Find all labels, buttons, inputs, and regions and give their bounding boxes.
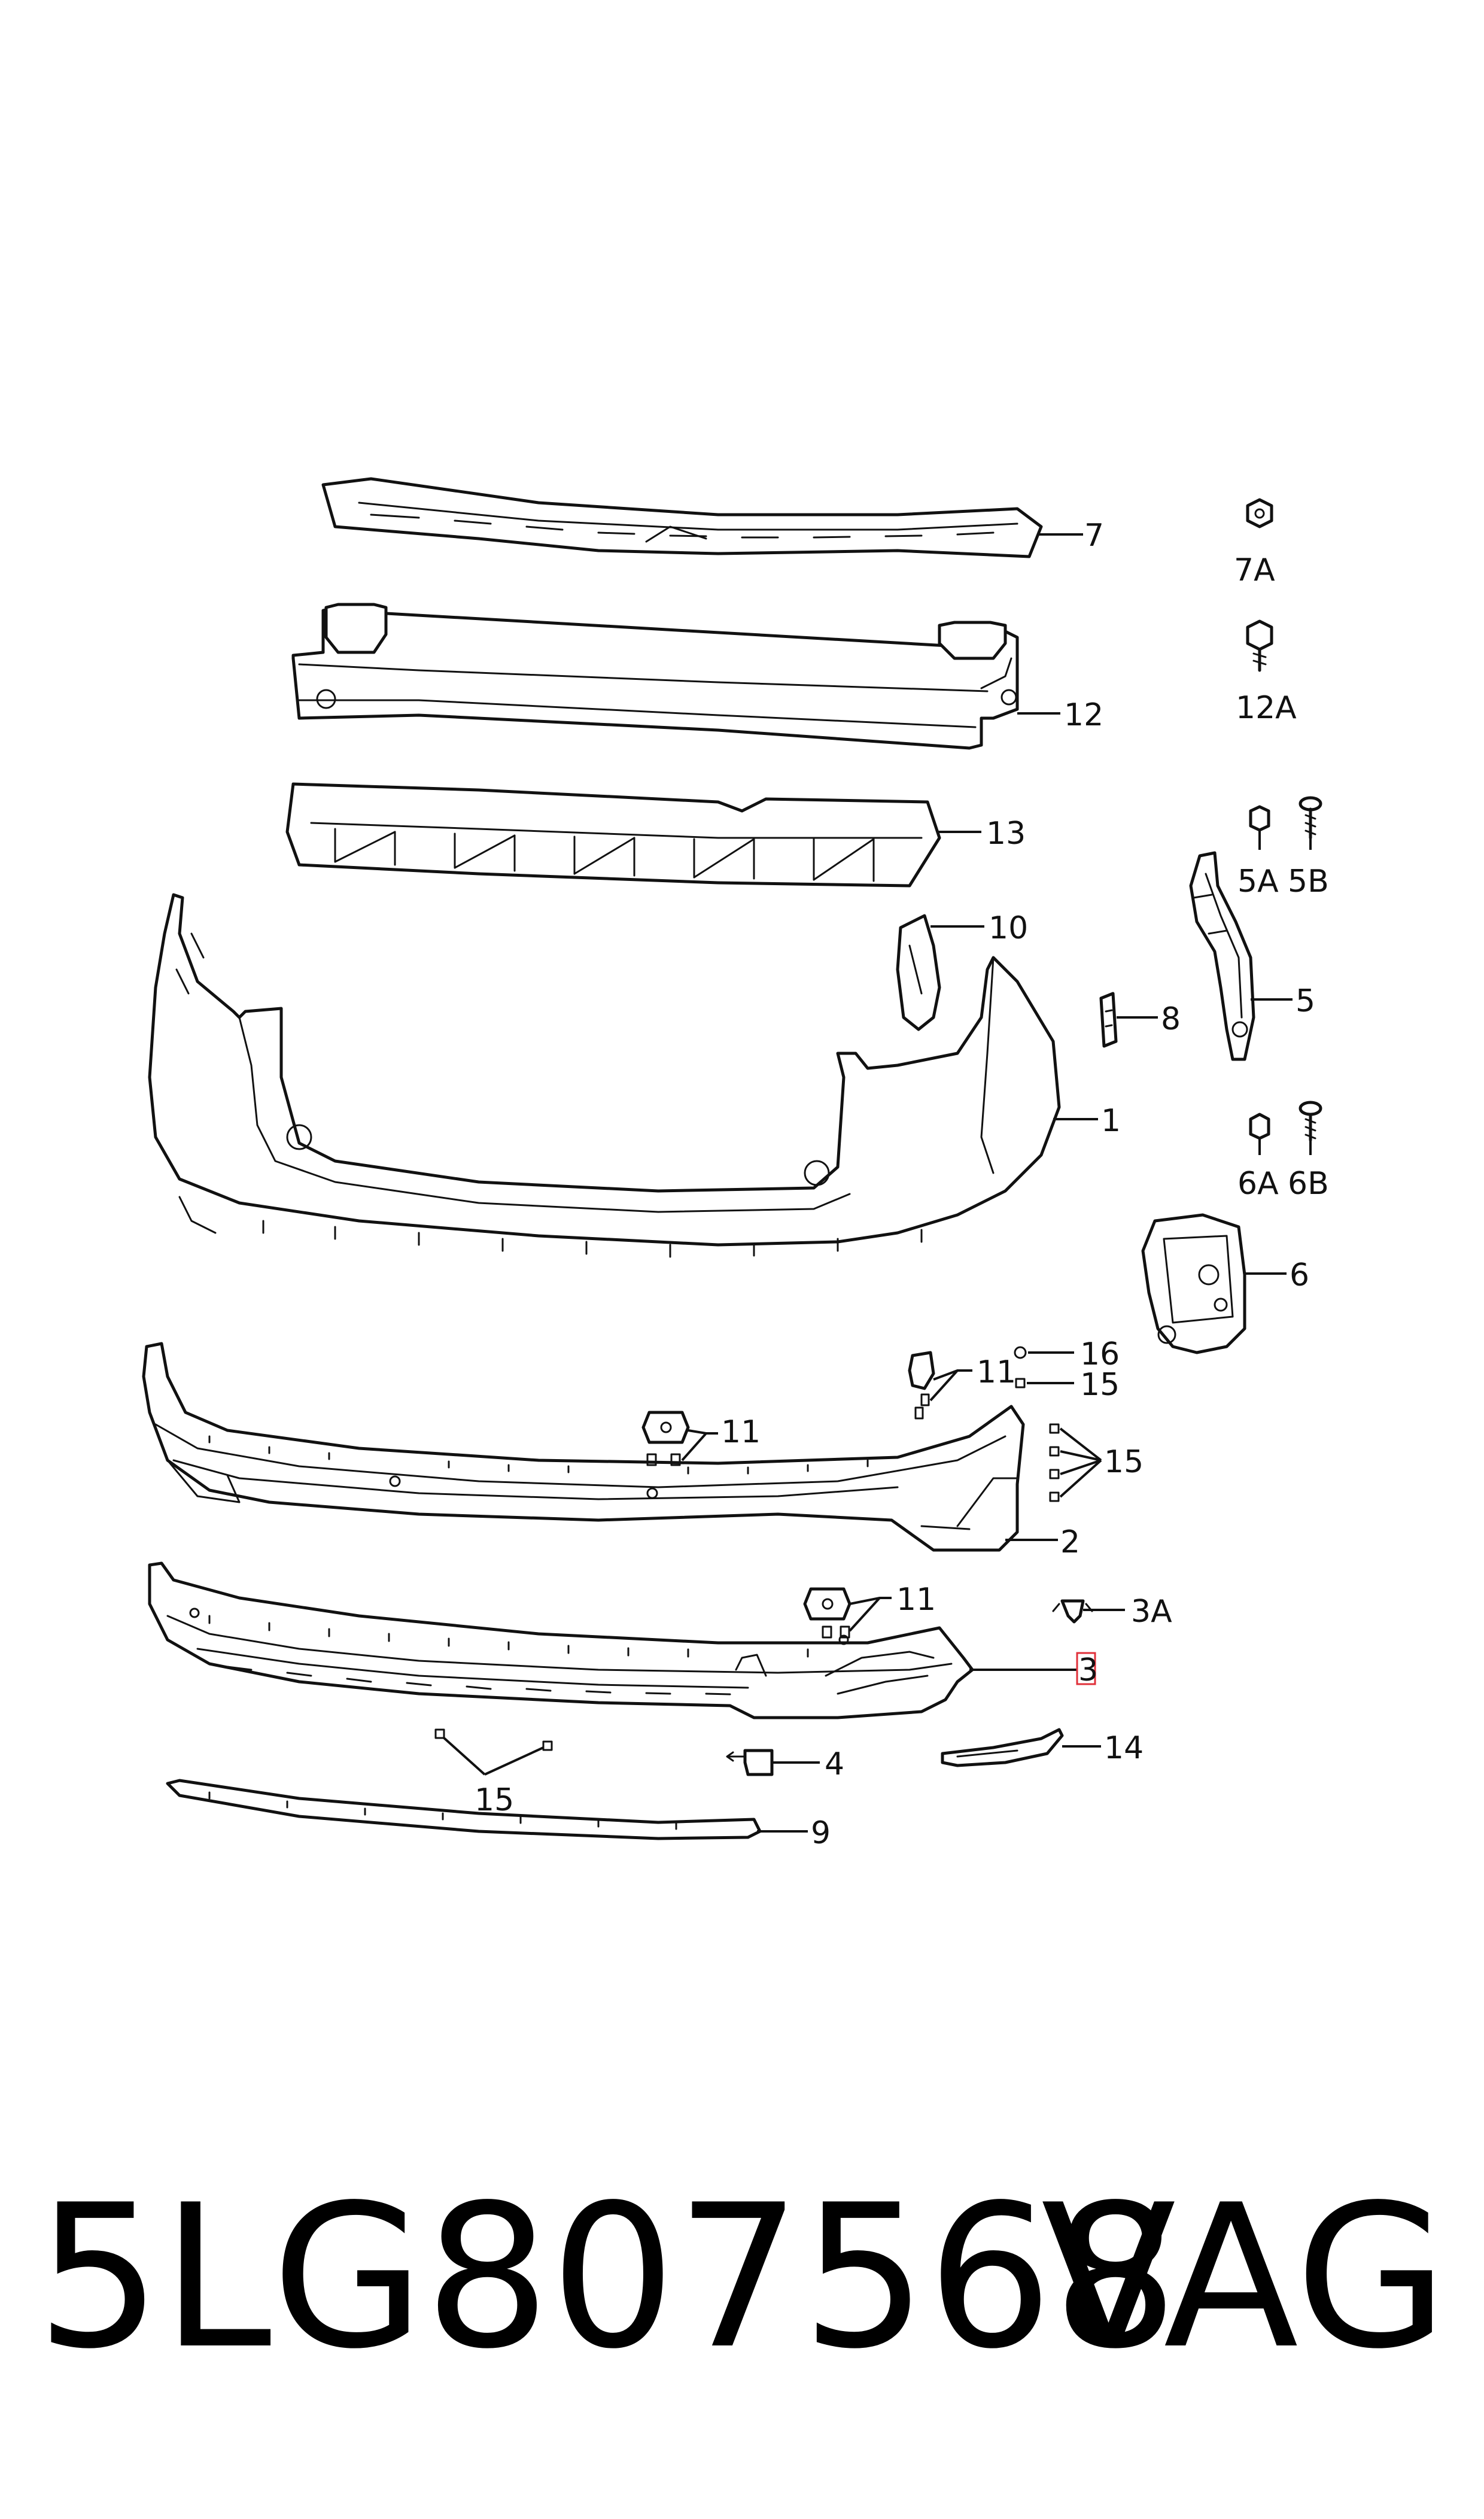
callout-6a: 6A: [1237, 1166, 1279, 1202]
part-1-bumper-cover: [148, 893, 1061, 1258]
part-5a-clip: [1249, 805, 1270, 850]
callout-6: 6: [1290, 1257, 1309, 1293]
callout-11-lower: 11: [896, 1582, 936, 1618]
callout-10: 10: [989, 910, 1028, 946]
callout-15-upper: 15: [1080, 1367, 1120, 1403]
part-6b-screw: [1298, 1101, 1322, 1155]
callout-11-right: 11: [977, 1354, 1016, 1390]
part-3-diffuser: [148, 1561, 974, 1719]
part-12-bumper-beam: [291, 603, 1019, 750]
callout-5: 5: [1296, 983, 1315, 1019]
part-2-lower-trim: [142, 1342, 1025, 1552]
callout-6b: 6B: [1288, 1166, 1329, 1202]
part-8-cover: [1099, 992, 1118, 1048]
part-14-trim-strip: [941, 1728, 1064, 1767]
part-7-reinforcement: [321, 477, 1043, 558]
callout-12a: 12A: [1236, 690, 1297, 726]
part-5b-screw: [1298, 796, 1322, 850]
callout-7: 7: [1084, 518, 1104, 554]
part-7a-nut: [1246, 498, 1273, 528]
part-11-clip-lower: [803, 1587, 892, 1639]
callout-4: 4: [825, 1746, 844, 1782]
part-4-cap: [726, 1749, 820, 1776]
callout-3a: 3A: [1131, 1594, 1172, 1630]
callout-3: 3: [1078, 1652, 1098, 1688]
brand-label: VAG: [1041, 2162, 1448, 2392]
callout-16: 16: [1080, 1336, 1120, 1372]
part-3a-clip: [1052, 1599, 1125, 1624]
callout-3-highlight: [1076, 1652, 1096, 1685]
part-10-reflector: [896, 914, 941, 1031]
part-12a-bolt: [1246, 619, 1273, 672]
callout-11-center: 11: [721, 1414, 761, 1450]
part-6a-clip: [1249, 1113, 1270, 1155]
callout-12: 12: [1064, 697, 1103, 733]
part-number: 5LG807568: [36, 2162, 1179, 2392]
callout-2: 2: [1060, 1524, 1080, 1560]
callout-5a: 5A: [1237, 864, 1279, 900]
part-5-bracket: [1189, 851, 1255, 1061]
part-6-guide-bracket: [1141, 1213, 1246, 1354]
part-9-lower-strip: [166, 1779, 762, 1840]
callout-15-group: 15: [1104, 1444, 1144, 1480]
part-15-clip-group: [1049, 1423, 1102, 1502]
callout-13: 13: [986, 816, 1026, 852]
callout-7a: 7A: [1234, 552, 1275, 588]
part-16-washer: [1014, 1346, 1074, 1359]
callout-9: 9: [811, 1815, 831, 1851]
callout-5b: 5B: [1288, 864, 1329, 900]
part-15-clip-upper: [1015, 1378, 1074, 1388]
callout-8: 8: [1161, 1001, 1181, 1037]
part-15-clip-pair: [434, 1728, 553, 1776]
part-11-clip-right: [908, 1351, 972, 1420]
callout-14: 14: [1104, 1730, 1144, 1766]
part-13-energy-absorber: [285, 782, 941, 888]
callout-1: 1: [1101, 1103, 1121, 1139]
part-11-clip-center: [641, 1411, 718, 1466]
